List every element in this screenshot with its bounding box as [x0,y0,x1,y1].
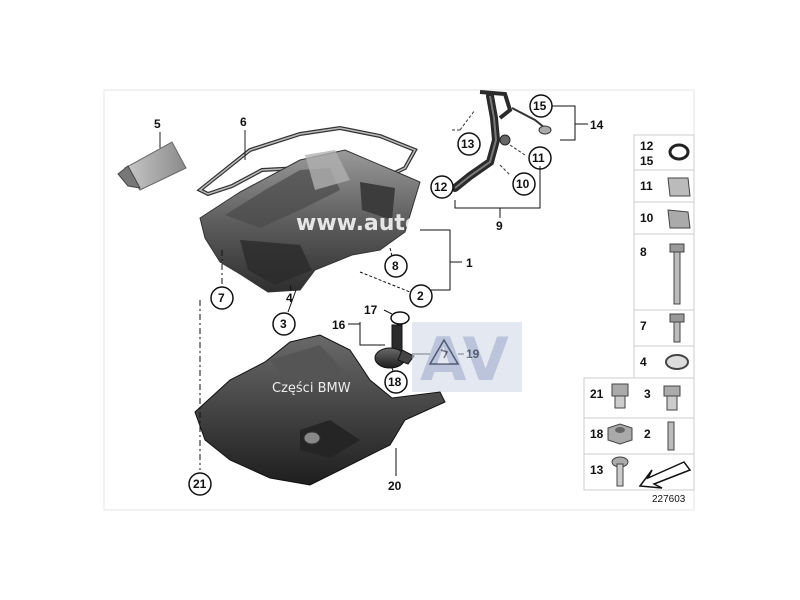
callout-2-circle [409,284,433,308]
screw-icon [611,456,629,487]
callout-21-circle [188,472,212,496]
dipstick-guide-tube [451,90,513,192]
callout-11: 11 [532,151,545,165]
callout-21: 21 [193,477,207,491]
oil-level-sensor [374,324,415,369]
callout-16: 16 [332,318,346,332]
callout-4: 4 [286,291,293,305]
watermark-logo: AV [412,322,522,395]
legend-label-13: 13 [590,463,604,477]
callout-2: 2 [417,289,424,303]
screw-plug-icon [663,385,681,411]
legend-label-10: 10 [640,211,654,225]
washer-icon [665,354,689,370]
legend-label-2: 2 [644,427,651,441]
callout-12: 12 [434,180,448,194]
legend-label-7: 7 [640,319,647,333]
clip-icon [667,177,691,197]
callout-8-circle [384,254,408,278]
legend-label-21: 21 [590,387,604,401]
callout-5: 5 [154,117,161,131]
callout-3: 3 [280,317,287,331]
legend-label-12: 12 [640,139,654,153]
long-bolt-icon [669,243,685,305]
callout-7-circle [210,286,234,310]
bolt-icon [669,313,685,343]
callout-20: 20 [388,479,402,493]
legend-label-8: 8 [640,245,647,259]
callout-7: 7 [218,291,225,305]
oil-pan-lower-shield [194,334,446,486]
watermark-text: Części BMW [272,381,351,396]
callout-18-circle [384,370,408,394]
callout-1: 1 [466,256,473,270]
stud-icon [667,421,675,451]
parts-legend: 12 15 11 10 8 7 4 21 [583,134,695,491]
callout-18: 18 [388,375,402,389]
callout-14: 14 [590,118,604,132]
callout-17: 17 [364,303,378,317]
legend-label-3: 3 [644,387,651,401]
callout-10: 10 [516,177,530,191]
callout-13: 13 [461,137,475,151]
legend-label-15: 15 [640,154,654,168]
holder-icon [667,209,691,229]
callout-10-circle [512,172,536,196]
sealant-tube [117,141,187,191]
watermark-logo-text: AV [420,325,509,395]
legend-label-11: 11 [640,179,653,193]
callout-8: 8 [392,259,399,273]
legend-label-18: 18 [590,427,604,441]
arrow-icon [638,461,692,489]
legend-label-4: 4 [640,355,647,369]
seal-ring-icon [668,143,690,161]
callout-15: 15 [533,99,547,113]
callout-6: 6 [240,115,247,129]
oil-pan-upper [199,149,421,293]
hex-nut-icon [607,423,633,445]
callout-12-circle [430,175,454,199]
drain-plug-icon [611,383,629,409]
diagram-id: 227603 [652,494,686,505]
watermark-url: www.auto-vell.pl [296,211,505,236]
callout-9: 9 [496,219,503,233]
dipstick-handle [511,107,552,135]
callout-13-circle [457,132,481,156]
o-ring [390,311,410,325]
callout-3-circle [272,312,296,336]
